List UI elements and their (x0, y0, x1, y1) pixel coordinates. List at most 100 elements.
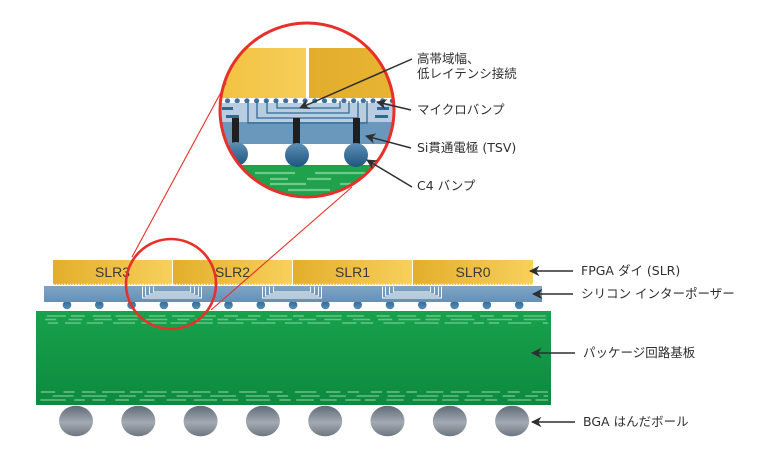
microbump (351, 98, 357, 104)
route-pad (377, 107, 389, 110)
die-body (413, 260, 533, 285)
magnifier-circle (124, 237, 218, 331)
label-interposer: シリコン インターポーザー (581, 286, 735, 301)
c4-bump (514, 300, 524, 310)
microbump (321, 98, 328, 104)
magnified-view-outline (218, 21, 396, 199)
c4-bump (95, 300, 104, 310)
microbump (331, 98, 337, 104)
c4-bump (418, 300, 427, 310)
c4-bump (385, 300, 395, 310)
interposer-trace (145, 286, 199, 297)
interposer-trace (149, 286, 195, 295)
zoom-callouts: 高帯域幅、 低レイテンシ接続 マイクロバンプ Si貫通電極 (TSV) C4 バ… (299, 51, 517, 193)
arrow-microbump (375, 99, 412, 111)
route-pad (226, 115, 239, 118)
die-slr0: SLR0 (413, 260, 533, 285)
magnified-view (218, 21, 396, 199)
microbump (360, 98, 366, 104)
label-bga-balls: BGA はんだボール (583, 414, 689, 429)
bga-ball (308, 405, 343, 437)
bga-ball (432, 405, 467, 437)
c4-bump (482, 300, 492, 310)
tsv (353, 118, 360, 146)
zoom-c4-bump (285, 143, 309, 167)
bga-ball (370, 405, 405, 437)
label-high-bandwidth-line2: 低レイテンシ接続 (417, 66, 517, 81)
package-stack: SLR3 SLR2 SLR1 SLR0 (36, 260, 551, 437)
microbump (302, 98, 308, 104)
die-label: SLR1 (335, 264, 370, 280)
microbump (263, 98, 269, 104)
substrate-body (36, 311, 551, 405)
microbump (244, 98, 250, 104)
label-package-substrate: パッケージ回路基板 (583, 345, 696, 360)
c4-bump (256, 300, 266, 310)
label-high-bandwidth-line1: 高帯域幅、 (417, 51, 480, 66)
interposer-trace (142, 286, 202, 299)
magnifier-line-left (131, 82, 227, 258)
interposer-routing (142, 286, 442, 299)
tsv (293, 118, 300, 146)
label-c4-bump: C4 バンプ (417, 178, 476, 193)
interposer-trace (269, 286, 315, 295)
c4-bump (321, 300, 330, 310)
microbump-gap (221, 98, 393, 103)
interposer-trace (389, 286, 435, 295)
die-label: SLR3 (95, 264, 130, 280)
microbump (254, 98, 260, 104)
microbump (273, 98, 279, 104)
microbump (283, 98, 289, 104)
magnifier-indicator (124, 82, 353, 331)
bga-ball (495, 405, 530, 437)
route-trace (247, 101, 368, 124)
substrate-traces (40, 315, 548, 401)
label-microbump: マイクロバンプ (417, 102, 505, 117)
die-label: SLR0 (455, 264, 490, 280)
microbump (224, 98, 231, 104)
c4-bump (62, 300, 72, 310)
die-label: SLR2 (215, 264, 250, 280)
microbump (292, 98, 298, 104)
interposer-trace (262, 286, 322, 299)
fpga-dies: SLR3 SLR2 SLR1 SLR0 (53, 260, 533, 286)
bga-ball (245, 405, 280, 437)
die-slr2: SLR2 (173, 260, 292, 285)
c4-bump (450, 300, 459, 310)
route-pad (375, 115, 388, 118)
interposer-trace (265, 286, 319, 297)
zoom-c4-bump (344, 143, 368, 167)
bga-ball (59, 405, 93, 437)
arrow-tsv (364, 133, 412, 149)
package-substrate (36, 311, 551, 405)
die-slr3: SLR3 (53, 260, 172, 285)
interposer-trace (273, 286, 311, 293)
interposer-trace (382, 286, 442, 299)
bga-solder-balls (59, 405, 530, 437)
route-trace (266, 101, 350, 114)
microbump (370, 98, 376, 104)
interposer-trace (153, 286, 191, 293)
zoom-die-right (309, 48, 393, 98)
die-body (173, 260, 292, 285)
arrow-high-bandwidth (299, 58, 413, 110)
stack-callouts: FPGA ダイ (SLR) シリコン インターポーザー パッケージ回路基板 BG… (528, 263, 735, 429)
zoom-interposer-silicon (221, 122, 393, 144)
magnified-content (221, 24, 393, 196)
route-pad (222, 107, 233, 110)
c4-bump (353, 300, 363, 310)
microbump (234, 98, 240, 104)
zoom-microbumps (221, 98, 393, 104)
label-fpga-die: FPGA ダイ (SLR) (581, 263, 680, 278)
c4-bump (224, 300, 233, 310)
c4-bump (191, 300, 201, 310)
c4-bump (288, 300, 298, 310)
silicon-interposer (44, 286, 542, 302)
die-body (293, 260, 412, 285)
bga-ball (183, 405, 218, 437)
bga-ball (121, 405, 156, 437)
arrow-c4-bump (366, 159, 413, 188)
tsv (232, 118, 239, 146)
interposer-trace (393, 286, 431, 293)
